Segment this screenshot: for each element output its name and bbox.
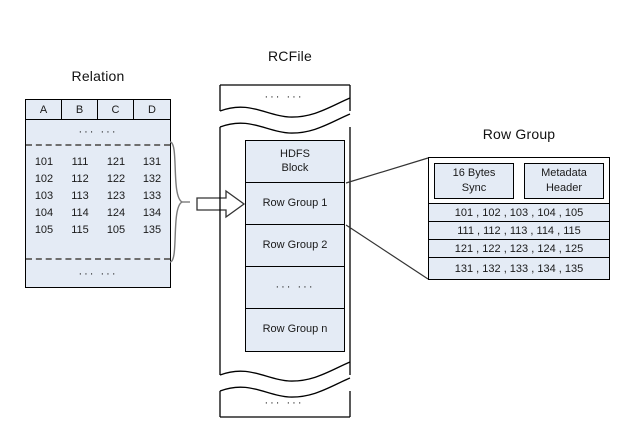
relation-cell: 102: [34, 173, 54, 185]
rcfile-title: RCFile: [268, 48, 312, 64]
column-data-row: 121 , 122 , 123 , 124 , 125: [429, 240, 609, 258]
rcfile-ellipsis-bottom: ··· ···: [264, 397, 304, 409]
relation-cell: 131: [142, 156, 162, 168]
relation-selection-dash-bottom: [26, 258, 170, 260]
column-data-row: 101 , 102 , 103 , 104 , 105: [429, 204, 609, 222]
table-row: 105 115 105 135: [26, 222, 170, 239]
relation-group-brace: [169, 141, 190, 263]
row-group-n[interactable]: Row Group n: [262, 323, 328, 336]
relation-cell: 134: [142, 207, 162, 219]
hdfs-block-stack: HDFS Block Row Group 1 Row Group 2 ··· ·…: [245, 140, 345, 352]
relation-column-header-c: C: [98, 100, 134, 120]
relation-column-header-d: D: [134, 100, 170, 120]
relation-column-label: B: [75, 103, 84, 116]
column-data-row: 131 , 132 , 133 , 134 , 135: [429, 258, 609, 279]
relation-column-label: D: [148, 103, 156, 116]
sync-marker-cell: 16 Bytes Sync: [434, 162, 514, 199]
relation-cell: 101: [34, 156, 54, 168]
relation-cell: 124: [106, 207, 126, 219]
relation-cell: 122: [106, 173, 126, 185]
row-group-ellipsis: ··· ···: [246, 267, 344, 309]
table-row: 101 111 121 131: [26, 154, 170, 171]
relation-cell: 115: [71, 224, 89, 236]
row-group-2[interactable]: Row Group 2: [246, 225, 344, 267]
row-group-header-zone: 16 Bytes Sync Metadata Header: [429, 158, 609, 204]
relation-cell: 123: [106, 190, 126, 202]
relation-cell: 114: [71, 207, 89, 219]
relation-cell: 113: [71, 190, 89, 202]
relation-selection-dash-top: [26, 144, 170, 146]
relation-ellipsis-top: ··· ···: [78, 125, 118, 138]
hdfs-block-label: HDFS Block: [246, 141, 344, 183]
table-row: 104 114 124 134: [26, 205, 170, 222]
relation-column-header-a: A: [26, 100, 62, 120]
relation-table: A B C D ··· ··· 101 111 121 131 102 112 …: [25, 99, 171, 288]
relation-cell: 121: [106, 156, 126, 168]
relation-cell: 103: [34, 190, 54, 202]
relation-cell: 105: [34, 224, 54, 236]
relation-cell: 105: [106, 224, 126, 236]
row-group-detail: 16 Bytes Sync Metadata Header 101 , 102 …: [428, 157, 610, 280]
relation-cell: 135: [142, 224, 162, 236]
table-row: 103 113 123 133: [26, 188, 170, 205]
relation-column-label: A: [39, 103, 48, 116]
row-group-1[interactable]: Row Group 1: [246, 183, 344, 225]
relation-cell: 133: [142, 190, 162, 202]
rcfile-container-shape: [219, 84, 351, 418]
rcfile-ellipsis-top: ··· ···: [264, 91, 304, 103]
relation-cell: 112: [71, 173, 89, 185]
relation-cell: 132: [142, 173, 162, 185]
metadata-header-cell: Metadata Header: [524, 162, 604, 199]
relation-title: Relation: [71, 68, 125, 84]
table-row: 102 112 122 132: [26, 171, 170, 188]
relation-ellipsis-bottom: ··· ···: [78, 267, 118, 280]
relation-column-label: C: [111, 103, 120, 116]
relation-data-rows: 101 111 121 131 102 112 122 132 103 113 …: [26, 154, 170, 239]
row-group-detail-title: Row Group: [482, 126, 556, 142]
column-data-row: 111 , 112 , 113 , 114 , 115: [429, 222, 609, 240]
relation-cell: 104: [34, 207, 54, 219]
relation-column-header-b: B: [62, 100, 98, 120]
relation-cell: 111: [71, 156, 89, 168]
